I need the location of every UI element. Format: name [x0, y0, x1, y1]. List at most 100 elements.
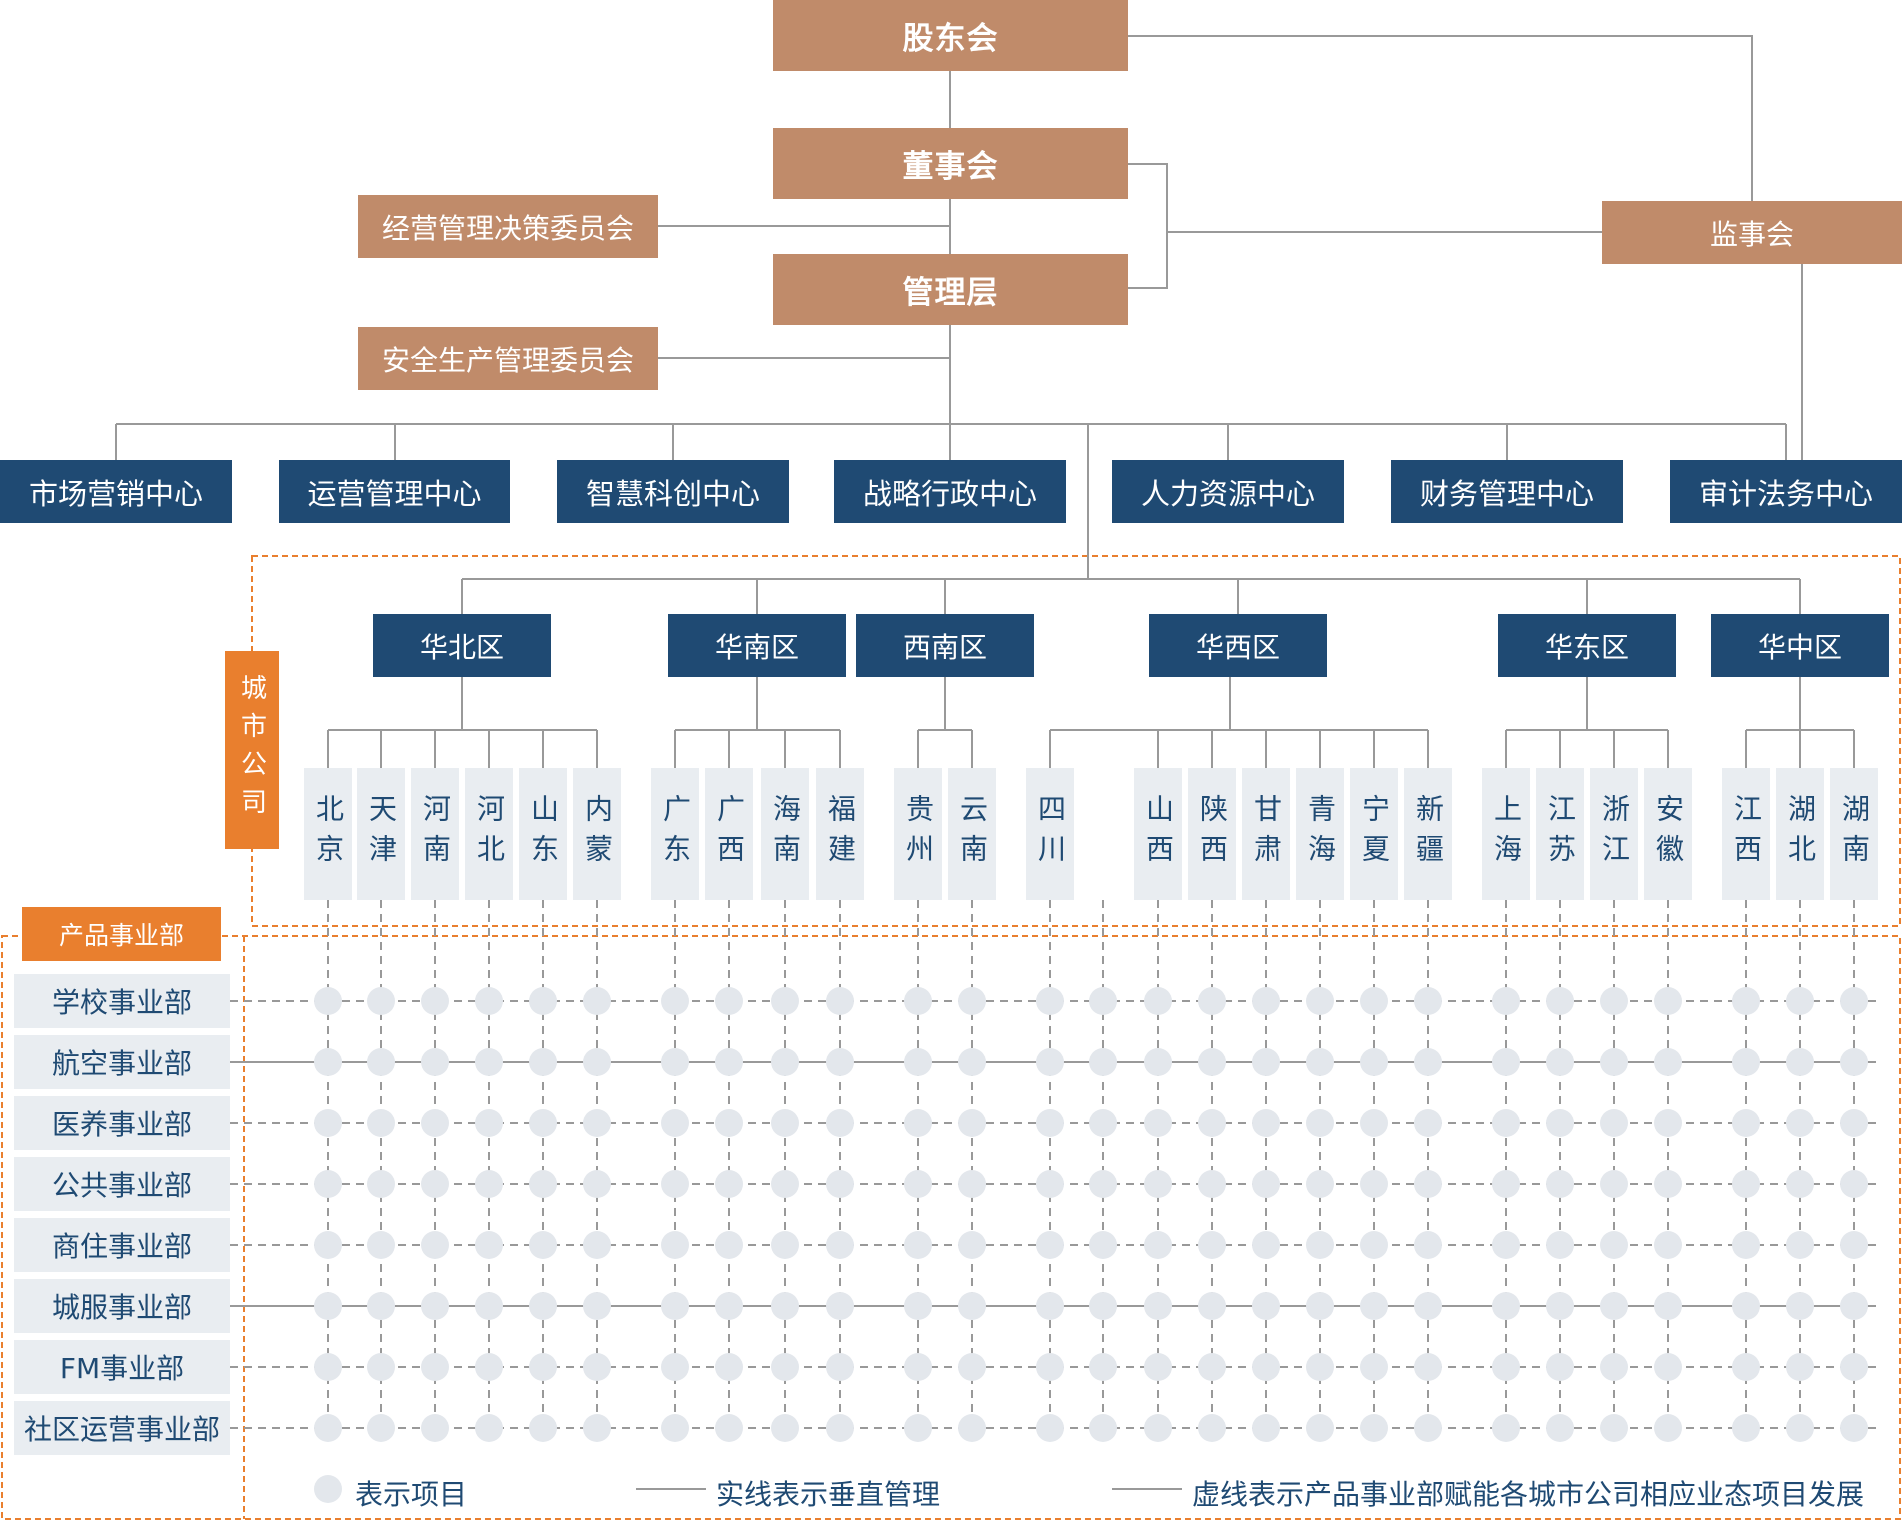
project-dot: [583, 1231, 611, 1259]
project-dot: [904, 1353, 932, 1381]
project-dot: [1414, 1170, 1442, 1198]
project-dot: [1360, 987, 1388, 1015]
project-dot: [1360, 1109, 1388, 1137]
project-dot: [1144, 1353, 1172, 1381]
project-dot: [1306, 1414, 1334, 1442]
project-dot: [314, 1231, 342, 1259]
project-dot: [1732, 1048, 1760, 1076]
center-box: 财务管理中心: [1391, 460, 1623, 523]
city-box: 云南: [948, 768, 996, 900]
city-box: 福建: [816, 768, 864, 900]
project-dot: [1252, 1109, 1280, 1137]
project-dot: [421, 1109, 449, 1137]
project-dot: [1198, 1353, 1226, 1381]
project-dot: [661, 1292, 689, 1320]
project-dot: [715, 1048, 743, 1076]
project-dot: [1786, 1048, 1814, 1076]
project-dot: [367, 1048, 395, 1076]
project-dot: [771, 1048, 799, 1076]
project-dot: [314, 1353, 342, 1381]
project-dot: [661, 1109, 689, 1137]
project-dot: [1036, 1170, 1064, 1198]
product-division-frame: [1, 935, 1901, 1520]
project-dot: [958, 1353, 986, 1381]
city-box: 上海: [1482, 768, 1530, 900]
project-dot: [1144, 1414, 1172, 1442]
project-dot: [367, 1109, 395, 1137]
project-dot: [1414, 1231, 1442, 1259]
project-dot: [1144, 1048, 1172, 1076]
project-dot: [1600, 1109, 1628, 1137]
city-box: 海南: [761, 768, 809, 900]
region-box: 华东区: [1498, 614, 1676, 677]
division-box: 公共事业部: [14, 1157, 230, 1211]
project-dot: [661, 987, 689, 1015]
project-dot: [771, 1353, 799, 1381]
project-dot: [314, 1292, 342, 1320]
project-dot: [1732, 1414, 1760, 1442]
project-dot: [1492, 1170, 1520, 1198]
project-dot: [1036, 1048, 1064, 1076]
project-dot: [367, 1353, 395, 1381]
project-dot: [1546, 1414, 1574, 1442]
center-box: 智慧科创中心: [557, 460, 789, 523]
project-dot: [1198, 1170, 1226, 1198]
project-dot: [367, 1170, 395, 1198]
city-box: 广东: [651, 768, 699, 900]
project-dot: [661, 1048, 689, 1076]
city-box: 宁夏: [1350, 768, 1398, 900]
project-dot: [1089, 987, 1117, 1015]
supervisory-board-box: 监事会: [1602, 201, 1902, 264]
connector-line: [1128, 35, 1753, 201]
shareholders-box: 股东会: [773, 0, 1128, 71]
project-dot: [1144, 1109, 1172, 1137]
project-dot: [1546, 1109, 1574, 1137]
project-dot: [314, 987, 342, 1015]
project-dot: [1306, 1231, 1334, 1259]
region-box: 西南区: [856, 614, 1034, 677]
project-dot: [904, 1109, 932, 1137]
project-dot: [771, 987, 799, 1015]
project-dot: [1414, 987, 1442, 1015]
region-box: 华中区: [1711, 614, 1889, 677]
project-dot: [1840, 1414, 1868, 1442]
city-box: 新疆: [1404, 768, 1452, 900]
project-dot: [529, 1170, 557, 1198]
committee-box: 安全生产管理委员会: [358, 327, 658, 390]
project-dot: [1089, 1109, 1117, 1137]
city-box: 安徽: [1644, 768, 1692, 900]
project-dot: [1252, 1414, 1280, 1442]
project-dot: [904, 1170, 932, 1198]
project-dot: [1732, 1353, 1760, 1381]
project-dot: [826, 1231, 854, 1259]
project-dot: [1600, 1353, 1628, 1381]
project-dot: [826, 1109, 854, 1137]
project-dot: [771, 1414, 799, 1442]
project-dot: [1546, 1292, 1574, 1320]
project-dot: [826, 1170, 854, 1198]
project-dot: [826, 1414, 854, 1442]
project-dot: [661, 1170, 689, 1198]
legend-dot-icon: [314, 1475, 342, 1503]
project-dot: [583, 1170, 611, 1198]
division-box: 学校事业部: [14, 974, 230, 1028]
project-dot: [1786, 1353, 1814, 1381]
center-box: 审计法务中心: [1670, 460, 1902, 523]
city-box: 河南: [411, 768, 459, 900]
city-box: 河北: [465, 768, 513, 900]
project-dot: [314, 1170, 342, 1198]
city-box: 山西: [1134, 768, 1182, 900]
project-dot: [1600, 1292, 1628, 1320]
city-box: 青海: [1296, 768, 1344, 900]
project-dot: [1492, 1292, 1520, 1320]
project-dot: [715, 1292, 743, 1320]
project-dot: [421, 1231, 449, 1259]
project-dot: [1252, 1292, 1280, 1320]
project-dot: [904, 1292, 932, 1320]
project-dot: [421, 1170, 449, 1198]
city-box: 广西: [705, 768, 753, 900]
project-dot: [1089, 1231, 1117, 1259]
project-dot: [1840, 1109, 1868, 1137]
project-dot: [1414, 1048, 1442, 1076]
project-dot: [475, 1353, 503, 1381]
